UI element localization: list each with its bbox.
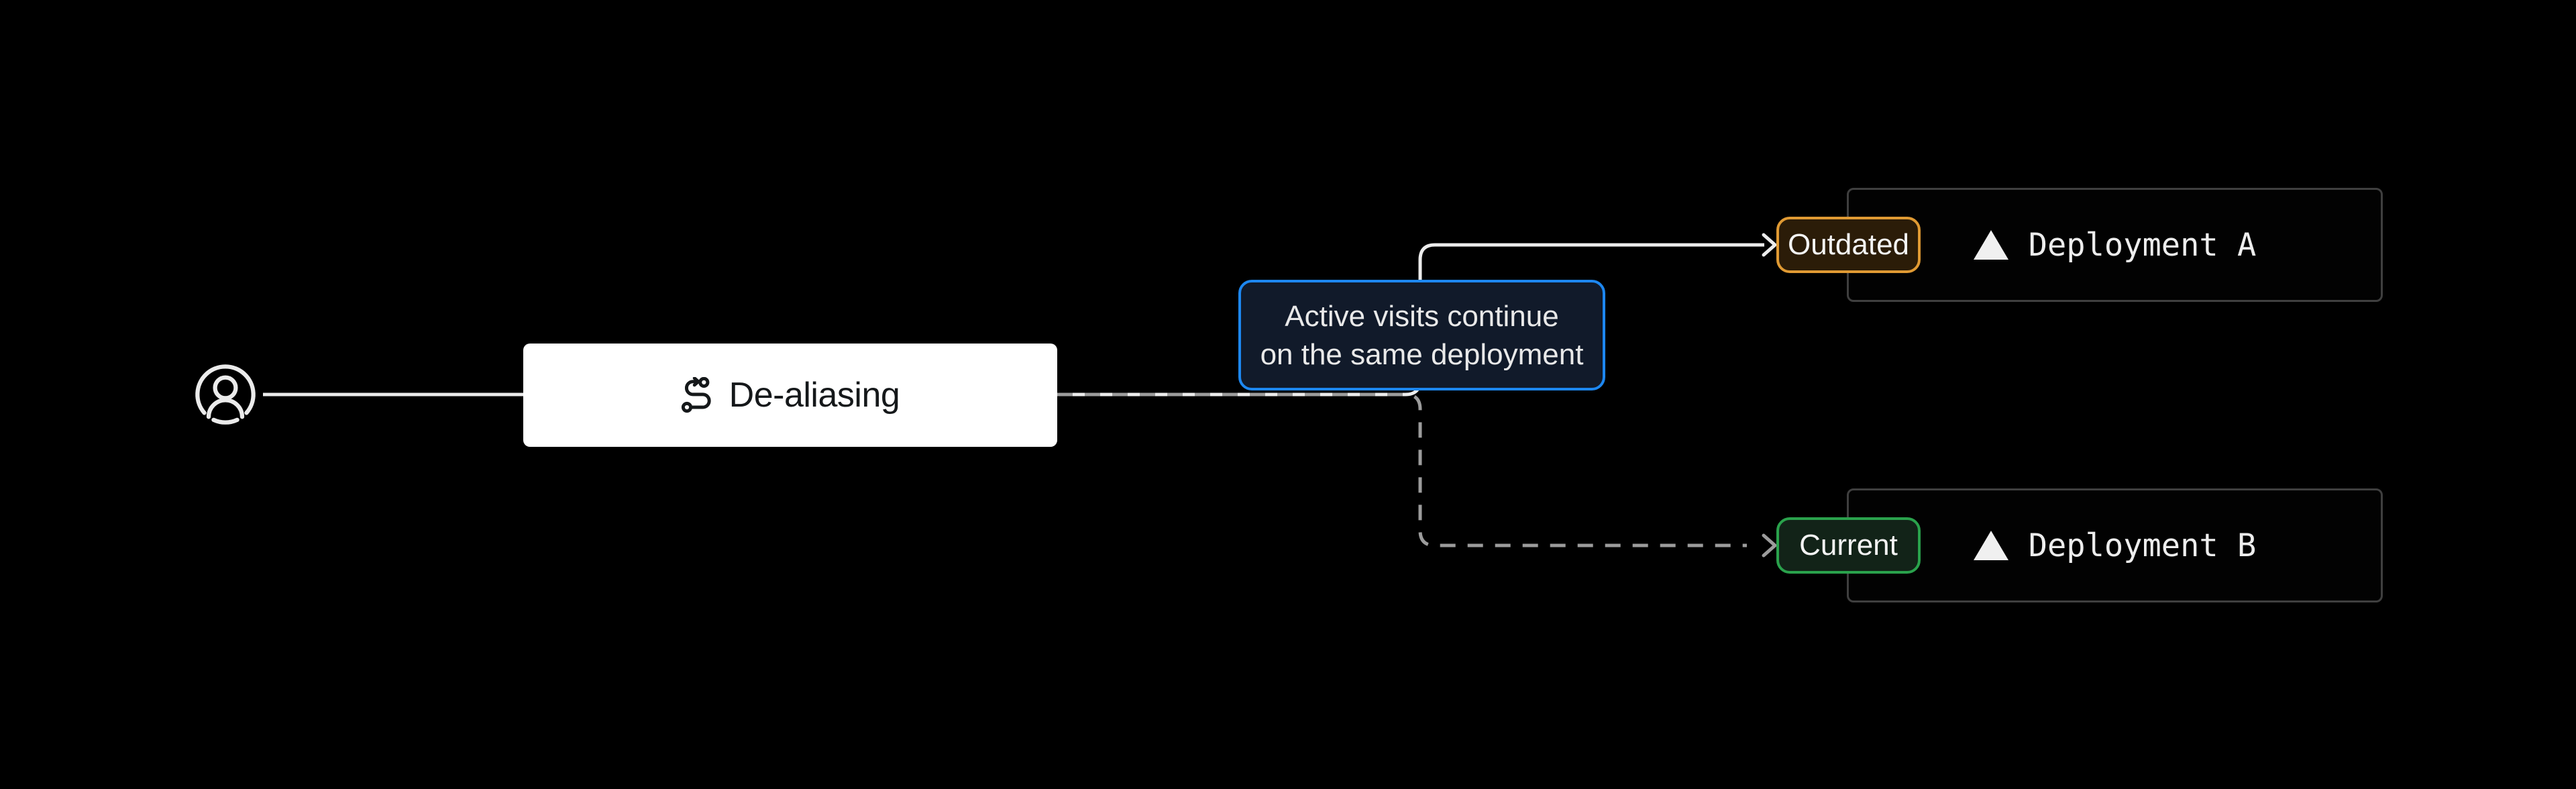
deployment-a-node: Deployment A [1847,188,2383,302]
dashed-connector-line [1057,392,1747,547]
deployment-b-label: Deployment B [2028,527,2257,564]
user-circle-icon-svg [195,364,256,425]
vercel-triangle-icon [1973,531,2008,560]
solid-arrowhead-icon [1762,233,1777,257]
deployment-a-label: Deployment A [2028,226,2257,264]
dashed-arrowhead-icon [1762,533,1777,558]
tooltip-line-1: Active visits continue [1285,299,1559,333]
current-badge: Current [1776,517,1921,574]
deployment-b-node: Deployment B [1847,488,2383,602]
user-circle-icon [192,361,259,428]
dealiasing-node: De-aliasing [523,344,1057,447]
vercel-triangle-icon [1973,230,2008,260]
tooltip-line-2: on the same deployment [1260,337,1584,371]
outdated-badge: Outdated [1776,217,1921,273]
active-visits-tooltip: Active visits continue on the same deplo… [1238,280,1605,390]
route-icon [681,377,711,413]
dealiasing-label: De-aliasing [729,376,900,415]
